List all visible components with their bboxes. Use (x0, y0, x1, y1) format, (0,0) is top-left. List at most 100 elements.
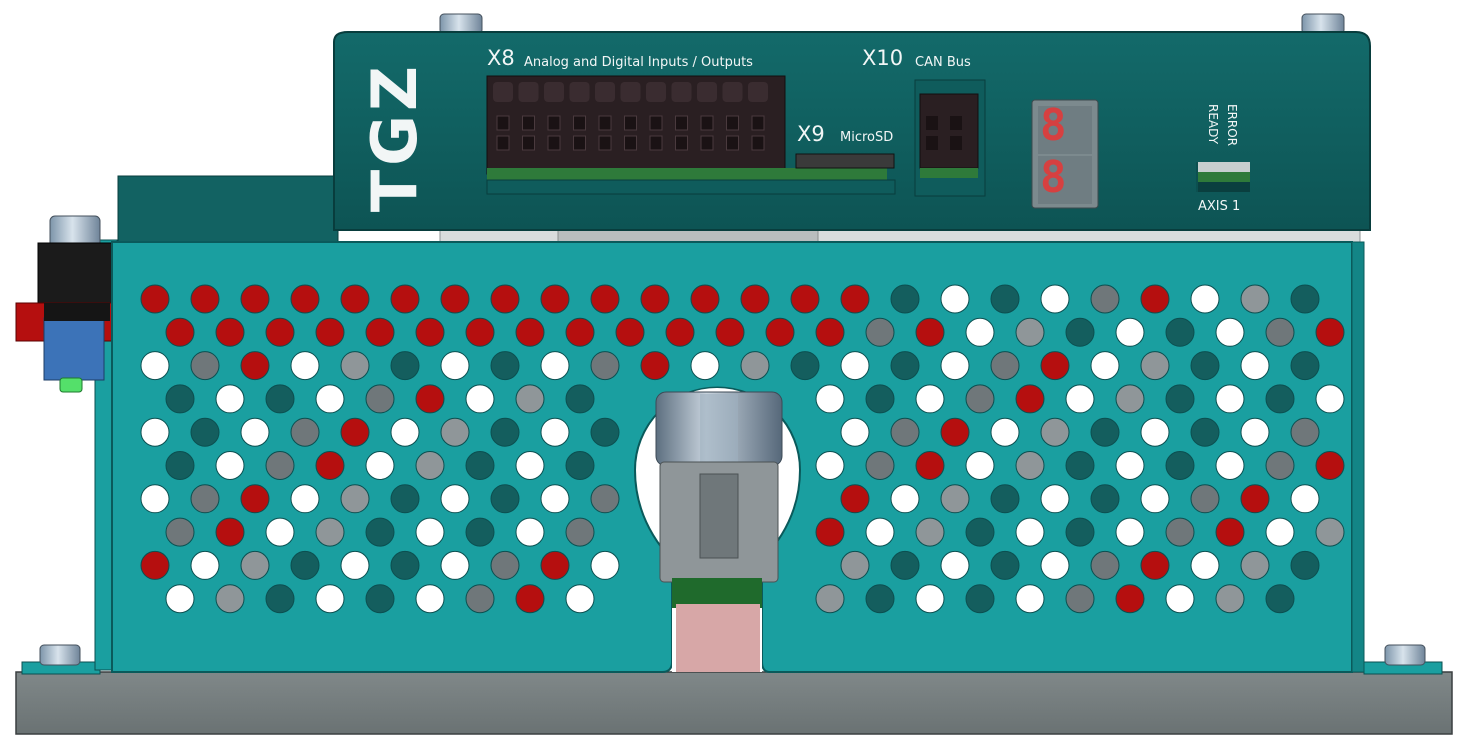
grille-hole (140, 550, 170, 580)
microsd-slot (795, 153, 895, 169)
grille-hole (490, 484, 520, 514)
x9-label: X9 (797, 122, 825, 146)
x8-pin (751, 115, 765, 131)
grille-hole (915, 584, 945, 614)
grille-hole (265, 451, 295, 480)
grille-hole (265, 384, 295, 414)
x8-pin (624, 115, 637, 131)
grille-hole (965, 317, 995, 347)
grille-hole (290, 284, 320, 314)
x8-label: X8 (487, 46, 515, 70)
grille-hole (390, 351, 420, 381)
grille-hole (140, 417, 170, 447)
grille-hole (965, 517, 995, 547)
grille-hole (940, 351, 970, 381)
grille-hole (1215, 584, 1245, 614)
x10-description: CAN Bus (915, 55, 971, 70)
grille-hole (815, 517, 845, 547)
grille-hole (540, 550, 570, 580)
grille-hole (1265, 451, 1295, 480)
grille-hole (565, 317, 595, 347)
grille-hole (990, 284, 1020, 314)
grille-hole (1090, 417, 1120, 447)
grille-hole (865, 317, 895, 347)
grille-hole (1140, 484, 1170, 514)
grille-hole (940, 484, 970, 514)
grille-hole (490, 417, 520, 447)
grille-hole (165, 584, 195, 614)
x8-latch (722, 82, 743, 102)
x8-pin (573, 135, 586, 151)
grille-hole (590, 284, 620, 314)
x8-latch (544, 82, 564, 102)
grille-hole (1015, 317, 1045, 347)
grille-hole (1240, 484, 1270, 514)
grille-hole (1240, 351, 1270, 381)
grille-hole (1215, 517, 1245, 547)
x8-latch (748, 82, 768, 102)
x8-pin (522, 115, 535, 131)
grille-hole (865, 517, 895, 547)
x8-pin (522, 135, 535, 151)
grille-hole (440, 284, 470, 314)
grille-hole (890, 484, 920, 514)
tgz-logo: TGZ (358, 62, 431, 213)
grille-hole (365, 451, 395, 480)
grille-hole (340, 417, 370, 447)
grille-hole (690, 351, 720, 381)
x8-latch (697, 82, 717, 102)
grille-hole (915, 517, 945, 547)
grille-hole (565, 451, 595, 480)
grille-hole (840, 417, 870, 447)
grille-hole (190, 351, 220, 381)
grille-hole (890, 351, 920, 381)
grille-hole (1190, 351, 1220, 381)
grille-hole (165, 384, 195, 414)
grille-hole (165, 517, 195, 547)
grille-hole (915, 317, 945, 347)
grille-hole (265, 517, 295, 547)
grille-hole (1140, 284, 1170, 314)
rear-cover-block (117, 175, 339, 243)
grille-hole (1240, 417, 1270, 447)
grille-hole (1315, 451, 1345, 480)
grille-hole (1065, 384, 1095, 414)
grille-hole (840, 351, 870, 381)
grille-hole (1140, 351, 1170, 381)
grille-hole (515, 584, 545, 614)
grille-hole (1265, 317, 1295, 347)
grille-hole (315, 317, 345, 347)
x8-latch (646, 82, 666, 102)
grille-hole (515, 317, 545, 347)
grille-hole (1165, 517, 1195, 547)
grille-hole (165, 451, 195, 480)
grille-hole (365, 584, 395, 614)
grille-hole (465, 451, 495, 480)
grille-hole (415, 317, 445, 347)
grille-hole (1115, 451, 1145, 480)
grille-hole (140, 284, 170, 314)
grille-hole (265, 584, 295, 614)
grille-hole (590, 351, 620, 381)
grille-hole (440, 484, 470, 514)
x8-pin (675, 135, 688, 151)
x8-pin (598, 135, 612, 151)
error-led-label: ERROR (1225, 104, 1239, 147)
x8-pin (751, 135, 765, 151)
grille-hole (990, 484, 1020, 514)
grille-hole (1065, 317, 1095, 347)
grille-hole (865, 384, 895, 414)
x8-latch (595, 82, 615, 102)
x8-latch (620, 82, 641, 102)
grille-hole (215, 317, 245, 347)
x8-pin (700, 135, 714, 151)
grille-hole (465, 517, 495, 547)
grille-hole (915, 384, 945, 414)
grille-hole (215, 517, 245, 547)
grille-hole (965, 451, 995, 480)
grille-hole (865, 584, 895, 614)
grille-hole (1240, 550, 1270, 580)
foot-bolt-left (39, 644, 81, 666)
